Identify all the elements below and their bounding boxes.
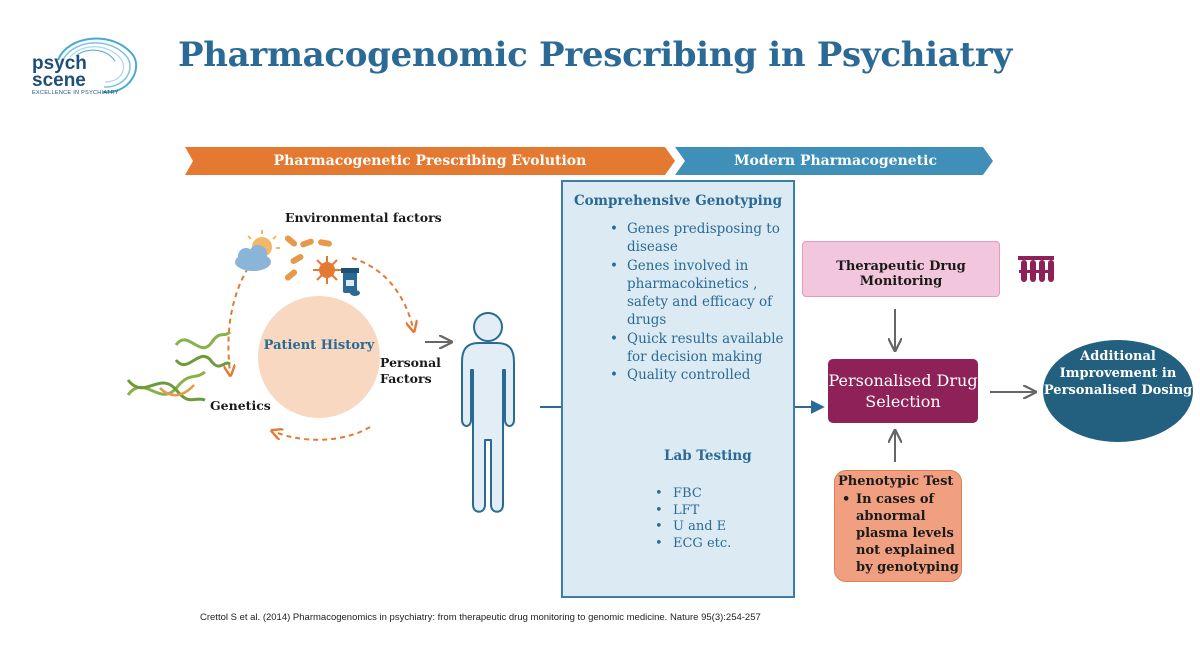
genotyping-item: Quick results available for decision mak… [610, 330, 790, 367]
cycle-arrows [228, 257, 413, 441]
lab-testing-list: FBC LFT U and E ECG etc. [655, 486, 731, 552]
banner-evolution-label: Pharmacogenetic Prescribing Evolution [273, 153, 587, 169]
therapeutic-drug-monitoring-label: Therapeutic Drug Monitoring [836, 259, 966, 289]
patient-history-circle [258, 296, 380, 418]
therapeutic-drug-monitoring-box [802, 241, 1000, 297]
page-title: Pharmacogenomic Prescribing in Psychiatr… [177, 35, 1013, 75]
genotyping-title: Comprehensive Genotyping [573, 193, 783, 209]
human-body-icon [461, 312, 515, 513]
genotyping-item: Genes involved in pharmacokinetics , saf… [610, 257, 790, 330]
psych-scene-logo-swirl-icon [57, 37, 138, 94]
additional-improvement-label: Additional Improvement in Personalised D… [1043, 349, 1193, 398]
banner-modern-label: Modern Pharmacogenetic Prescribing [734, 153, 937, 197]
pill-bottle-icon [341, 268, 360, 296]
additional-improvement-oval [1043, 340, 1193, 442]
banner-modern-arrow [675, 147, 993, 175]
personalised-drug-selection-box [828, 359, 978, 423]
genotyping-item: Genes predisposing to disease [610, 220, 790, 257]
personalised-drug-selection-label: Personalised Drug Selection [828, 371, 978, 411]
dna-strand-genetics-icon [126, 330, 232, 402]
genotyping-item: Quality controlled [610, 366, 790, 385]
virus-icon [313, 256, 341, 284]
test-tubes-icon [1018, 256, 1054, 282]
logo-wordmark: psych scene [32, 53, 87, 91]
lab-item: ECG etc. [655, 536, 731, 553]
bacteria-icon [284, 235, 332, 281]
patient-history-label: Patient History [263, 338, 375, 353]
genotyping-list: Genes predisposing to disease Genes invo… [610, 220, 790, 385]
logo-word-scene: scene [32, 70, 86, 91]
phenotypic-test-item: In cases of abnormal plasma levels not e… [838, 491, 962, 576]
environmental-factors-label: Environmental factors [285, 210, 442, 225]
logo-word-psych: psych [32, 53, 87, 74]
lab-testing-title: Lab Testing [664, 448, 752, 464]
personal-factors-label: Personal Factors [380, 355, 441, 386]
genetics-label: Genetics [210, 398, 271, 413]
citation-text: Crettol S et al. (2014) Pharmacogenomics… [200, 612, 761, 623]
lab-item: LFT [655, 503, 731, 520]
banner-evolution-arrow [185, 147, 675, 175]
lab-item: U and E [655, 519, 731, 536]
phenotypic-test-list: In cases of abnormal plasma levels not e… [838, 491, 962, 576]
weather-cloud-sun-icon [235, 230, 280, 271]
logo-tagline: EXCELLENCE IN PSYCHIATRY [32, 90, 119, 96]
phenotypic-test-title: Phenotypic Test [838, 474, 954, 489]
lab-item: FBC [655, 486, 731, 503]
